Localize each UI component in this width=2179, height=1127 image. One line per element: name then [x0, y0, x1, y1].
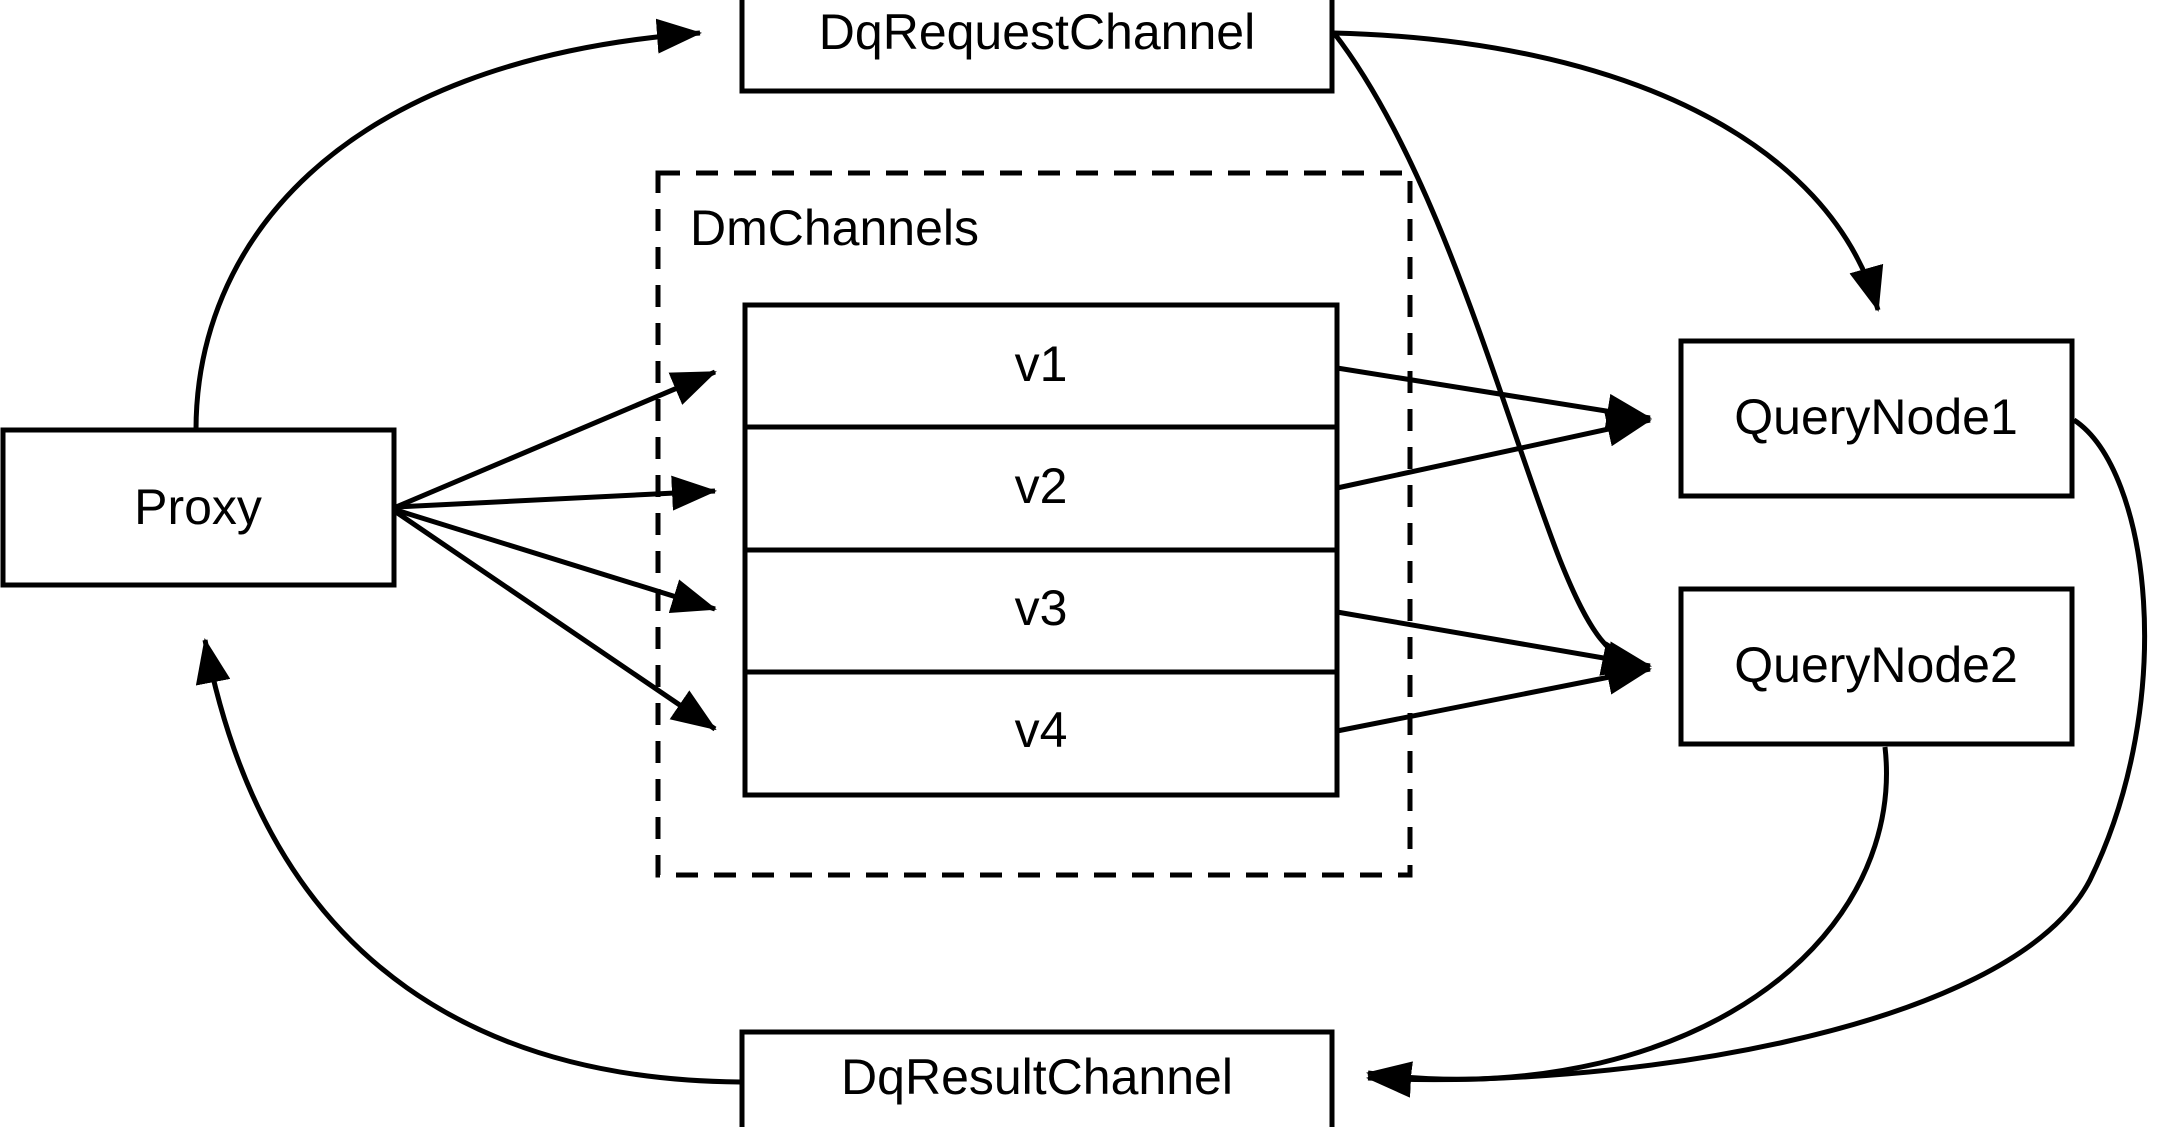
dm-channels-group-box [655, 170, 1413, 878]
node-dq-result-channel-label: DqResultChannel [841, 1049, 1233, 1105]
node-query-node-1-label: QueryNode1 [1734, 389, 2018, 445]
edge-querynode2-to-dqresultchannel [1366, 746, 1889, 1097]
edge-v4-to-querynode2 [1336, 660, 1652, 734]
edge-v2-to-querynode1 [1336, 412, 1652, 491]
node-query-node-2-box[interactable] [1678, 586, 2075, 747]
edge-v3-to-querynode2 [1336, 609, 1652, 676]
edge-proxy-to-v1 [395, 369, 717, 510]
node-dq-request-channel-box[interactable] [739, 0, 1335, 94]
edge-proxy-to-v3 [395, 507, 717, 613]
node-proxy-label: Proxy [134, 479, 262, 535]
edge-proxy-to-v4 [394, 509, 717, 732]
edge-querynode1-to-dqresultchannel [1366, 417, 2148, 1098]
edge-dqresultchannel-to-proxy [195, 638, 741, 1085]
channel-label-v3: v3 [1015, 580, 1068, 636]
edge-dqrequestchannel-to-querynode1 [1333, 30, 1884, 312]
node-dq-request-channel-label: DqRequestChannel [819, 4, 1255, 60]
node-query-node-2-label: QueryNode2 [1734, 637, 2018, 693]
edge-dqrequestchannel-to-querynode2 [1332, 31, 1647, 676]
node-query-node-1-box[interactable] [1678, 338, 2075, 499]
edge-proxy-to-dqrequestchannel [193, 18, 702, 431]
edge-proxy-to-v2 [395, 475, 717, 511]
node-proxy-box[interactable] [0, 427, 397, 588]
channel-label-v1: v1 [1015, 336, 1068, 392]
edge-v1-to-querynode1 [1336, 365, 1652, 429]
channel-label-v4: v4 [1015, 702, 1068, 758]
dm-channels-group-label: DmChannels [690, 200, 979, 256]
node-dq-result-channel-box[interactable] [739, 1029, 1335, 1127]
channel-label-v2: v2 [1015, 458, 1068, 514]
